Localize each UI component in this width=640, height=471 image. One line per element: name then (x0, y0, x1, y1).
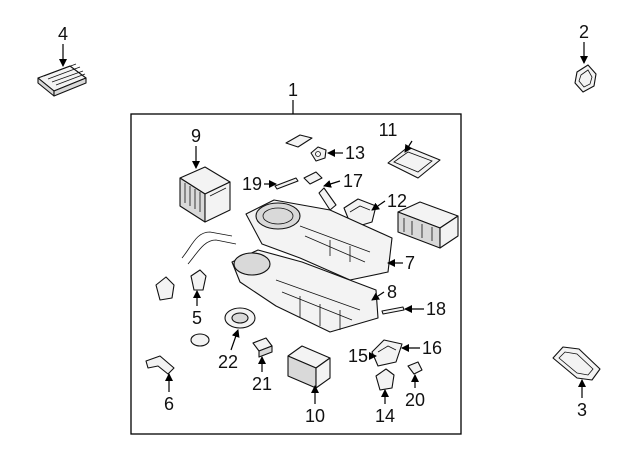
callout-3: 3 (577, 400, 587, 420)
resistor-part-21 (252, 337, 273, 358)
blower-motor-part (190, 307, 256, 347)
leader-11 (404, 140, 413, 153)
callout-6: 6 (164, 394, 174, 414)
clip-part-20 (407, 361, 423, 375)
upper-housing-part (245, 199, 393, 281)
callout-12: 12 (387, 191, 407, 211)
callout-18: 18 (426, 299, 446, 319)
callout-1: 1 (288, 80, 298, 100)
callout-5: 5 (192, 308, 202, 328)
intake-module-part (397, 201, 459, 249)
callout-10: 10 (305, 406, 325, 426)
callout-2: 2 (579, 22, 589, 42)
bracket-part-5 (155, 269, 207, 301)
callout-21: 21 (252, 374, 272, 394)
leader-12 (371, 200, 386, 211)
door-part-11 (387, 146, 441, 179)
callout-19: 19 (242, 174, 262, 194)
actuator-part-14 (375, 368, 395, 391)
callout-14: 14 (375, 406, 395, 426)
callout-8: 8 (387, 282, 397, 302)
callout-17: 17 (343, 171, 363, 191)
callout-20: 20 (405, 390, 425, 410)
callout-15: 15 (348, 346, 368, 366)
actuator-part-13 (310, 146, 327, 162)
callout-22: 22 (218, 352, 238, 372)
linkage-part-17 (303, 171, 337, 211)
hose-part-6 (145, 355, 175, 375)
seal-part-2 (574, 64, 597, 93)
heater-pipes-part (181, 231, 237, 265)
rod-part-19 (274, 177, 299, 190)
actuator-part-16 (371, 339, 403, 367)
callout-4: 4 (58, 24, 68, 44)
callout-16: 16 (422, 338, 442, 358)
callout-13: 13 (345, 143, 365, 163)
leader-17 (323, 180, 341, 188)
pin-part-18 (381, 306, 405, 315)
leader-22 (230, 329, 240, 351)
lower-housing-part (231, 249, 379, 333)
case-part-10 (287, 345, 331, 389)
callout-11: 11 (379, 120, 398, 140)
clip-part (285, 134, 313, 148)
assembly-frame (130, 113, 462, 435)
callout-9: 9 (191, 126, 201, 146)
cabin-filter-part (37, 63, 87, 97)
leader-8 (371, 291, 385, 301)
blower-case-part (179, 166, 231, 223)
callout-7: 7 (405, 253, 415, 273)
seal-part-3 (552, 346, 601, 381)
